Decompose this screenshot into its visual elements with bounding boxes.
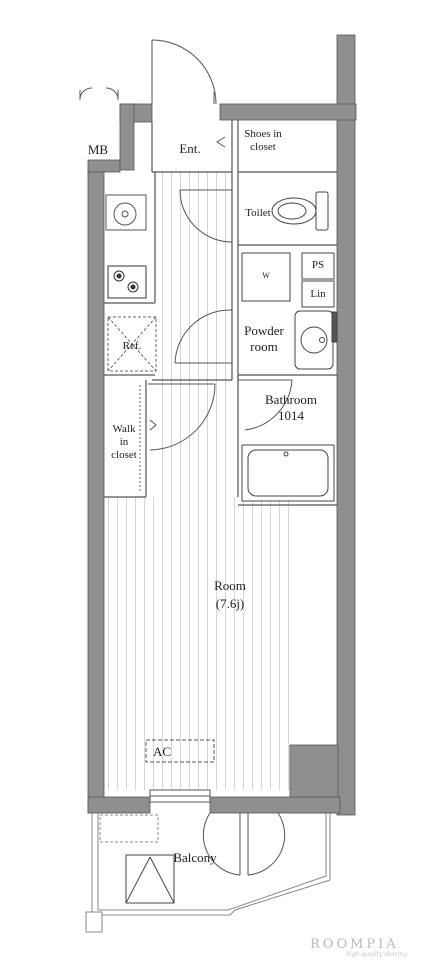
room-floor — [105, 497, 290, 790]
refrigerator-label: Ref. — [122, 340, 142, 352]
balcony-storage — [125, 854, 175, 904]
washer-pan — [241, 252, 291, 302]
bathroom-label: Bathroom 1014 — [265, 392, 317, 423]
mb-label: MB — [87, 142, 109, 157]
exterior-walls — [87, 34, 357, 816]
ac-unit — [145, 739, 215, 763]
bathtub — [241, 444, 335, 502]
refrigerator-space — [107, 316, 157, 372]
mb-door — [79, 87, 119, 100]
ps-lin-boxes — [301, 252, 335, 308]
entrance-door — [151, 39, 217, 105]
kitchen-sink — [105, 194, 147, 231]
interior-walls — [104, 120, 337, 506]
stove — [107, 265, 147, 299]
washbasin — [294, 310, 338, 370]
balcony-label: Balcony — [173, 850, 217, 865]
powder-room-label: Powder room — [244, 323, 284, 354]
walk-in-closet-label: Walk in closet — [111, 423, 137, 461]
balcony-outline — [85, 813, 331, 933]
toilet-label: Toilet — [245, 207, 271, 219]
shoes-closet-label: Shoes in closet — [244, 128, 282, 153]
watermark-brand: ROOMPIA — [310, 937, 399, 952]
corridor-floor — [155, 172, 231, 497]
entrance-label: Ent. — [179, 141, 201, 156]
washer-label: W — [262, 271, 270, 280]
powder-door — [174, 309, 233, 364]
bathroom-door — [238, 379, 293, 431]
balcony-window — [149, 789, 211, 803]
watermark-tagline: high-quality sharing — [346, 951, 408, 958]
room-label: Room (7.6j) — [214, 578, 246, 611]
toilet-door — [179, 189, 233, 243]
toilet-fixture — [271, 191, 329, 231]
ac-label: AC — [152, 744, 172, 759]
entrance-floor — [155, 122, 231, 170]
closet-door — [148, 383, 216, 451]
shoes-closet-marker — [216, 136, 226, 148]
lin-label: Lin — [310, 288, 326, 300]
balcony-door — [202, 812, 286, 876]
ps-label: PS — [311, 259, 325, 271]
